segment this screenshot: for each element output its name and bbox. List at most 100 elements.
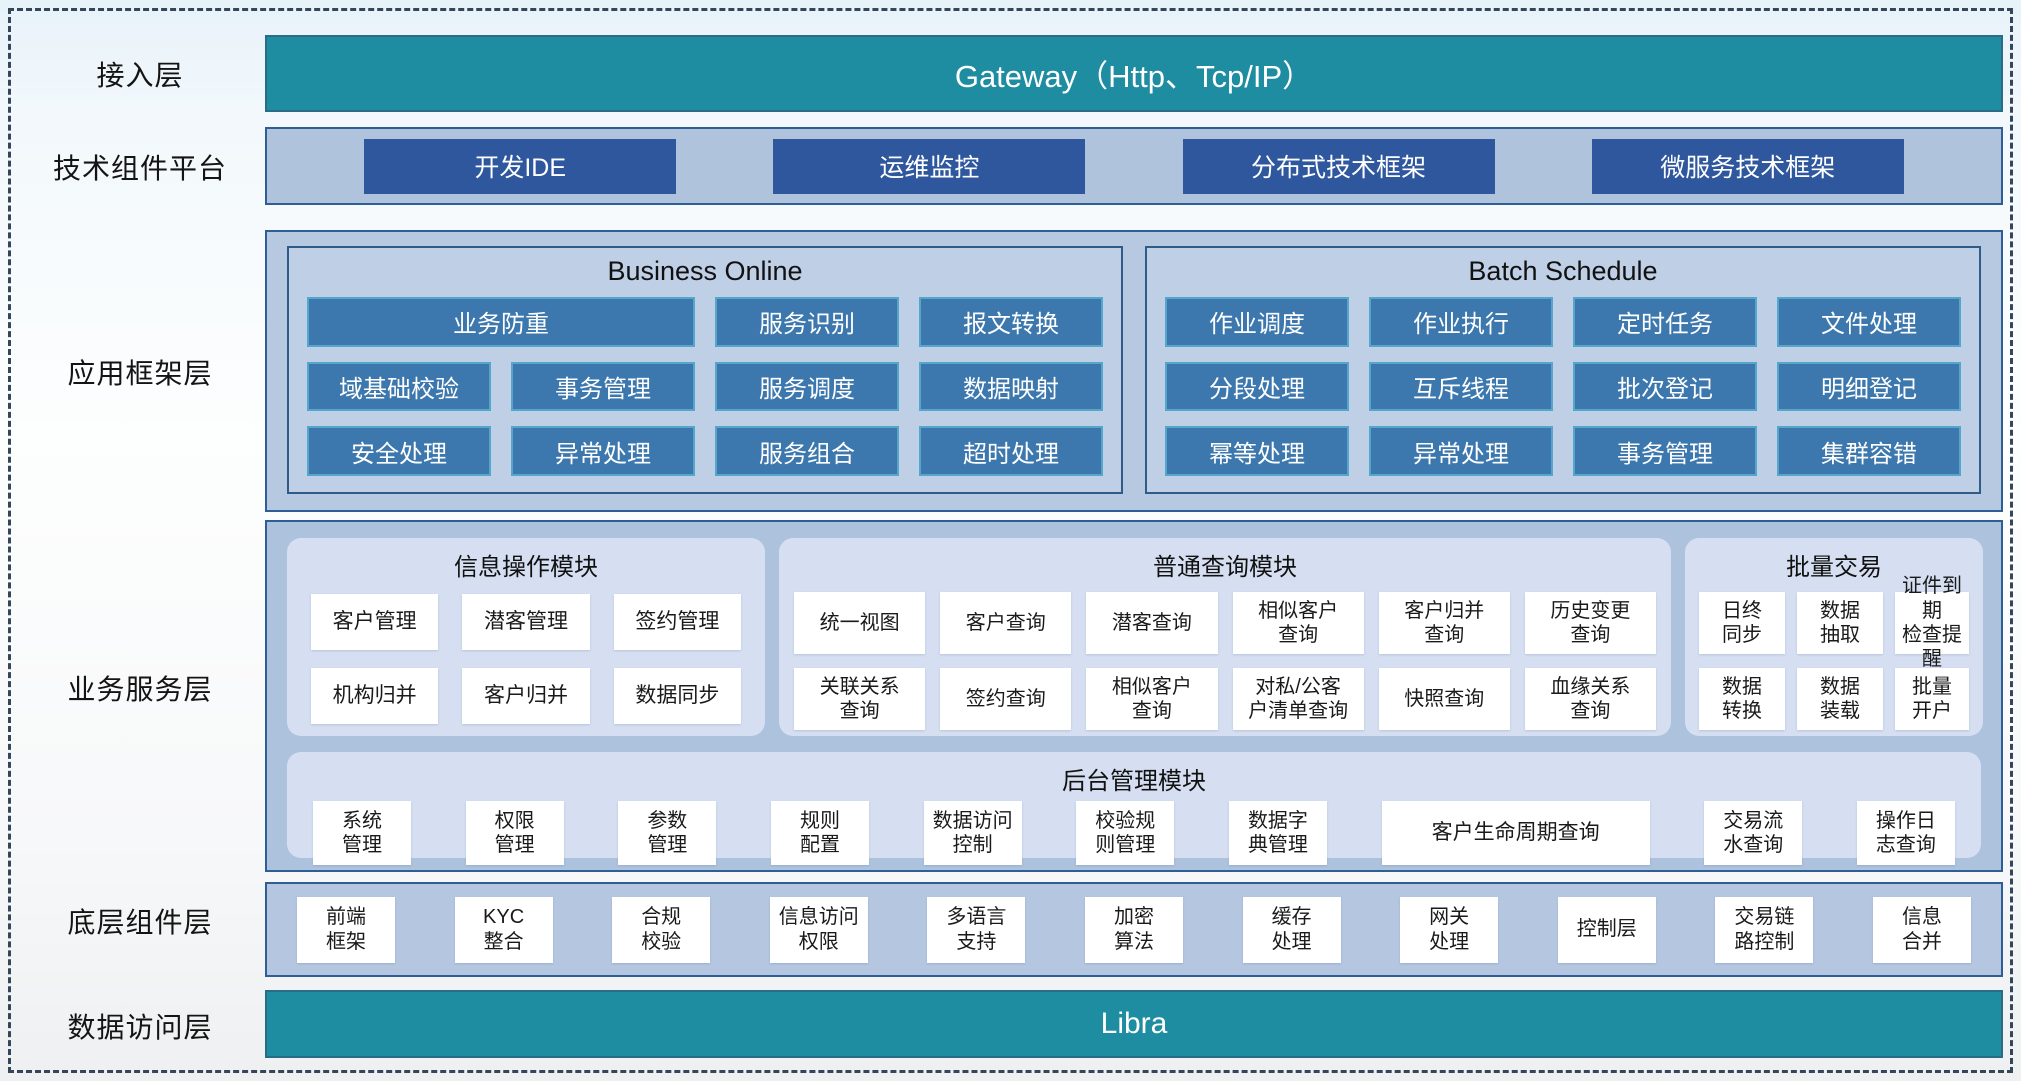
base-item: 多语言 支持 [927,896,1026,963]
service-item: 历史变更 查询 [1524,592,1656,654]
admin-item: 规则 配置 [770,801,869,865]
tech-item: 分布式技术框架 [1182,138,1495,194]
business-online-title: Business Online [607,256,803,286]
module-info-operations: 信息操作模块 客户管理 潜客管理 签约管理 机构归并 客户归并 数据同步 [287,538,765,736]
module-grid: 统一视图 客户查询 潜客查询 相似客户 查询 客户归并 查询 历史变更 查询 关… [779,582,1671,730]
batch-schedule-panel: Batch Schedule 作业调度 作业执行 定时任务 文件处理 分段处理 … [1145,246,1981,494]
service-item: 客户管理 [311,594,439,650]
service-item: 客户归并 查询 [1378,592,1510,654]
service-item: 数据同步 [613,668,741,724]
admin-item: 操作日 志查询 [1856,801,1955,865]
libra-bar-label: Libra [1100,1007,1168,1040]
service-item: 签约管理 [613,594,741,650]
base-item: 网关 处理 [1400,896,1499,963]
service-item: 数据 抽取 [1797,592,1883,654]
module-common-query: 普通查询模块 统一视图 客户查询 潜客查询 相似客户 查询 客户归并 查询 历史… [779,538,1671,736]
service-item: 统一视图 [794,592,926,654]
framework-item: 事务管理 [511,361,695,412]
base-item: 信息访问 权限 [769,896,868,963]
admin-item: 校验规 则管理 [1076,801,1175,865]
service-item: 数据 转换 [1699,668,1785,730]
service-item: 潜客查询 [1086,592,1218,654]
service-item: 证件到期 检查提醒 [1895,575,1969,670]
batch-schedule-title: Batch Schedule [1468,256,1658,286]
framework-item: 安全处理 [307,426,491,476]
framework-item: 业务防重 [307,297,695,347]
layer-label-framework: 应用框架层 [67,358,213,389]
layer-label-access: 接入层 [96,60,184,91]
layer-label-data: 数据访问层 [67,1012,213,1043]
framework-item: 报文转换 [919,297,1103,347]
service-item: 对私/公客 户清单查询 [1232,668,1364,730]
framework-item: 分段处理 [1165,361,1349,412]
service-item: 客户归并 [462,668,590,724]
framework-layer-container: Business Online 业务防重 服务识别 报文转换 域基础校验 事务管… [265,230,2003,512]
framework-item: 服务调度 [715,361,899,412]
framework-item: 批次登记 [1573,361,1757,412]
gateway-bar-label: Gateway（Http、Tcp/IP） [954,59,1314,94]
admin-item: 数据字 典管理 [1228,801,1327,865]
module-title: 信息操作模块 [454,554,598,581]
business-online-panel: Business Online 业务防重 服务识别 报文转换 域基础校验 事务管… [287,246,1123,494]
tech-item: 开发IDE [364,138,677,194]
framework-item: 互斥线程 [1369,361,1553,412]
base-item: KYC 整合 [454,896,553,963]
service-item: 相似客户 查询 [1232,592,1364,654]
framework-item: 明细登记 [1777,361,1961,412]
business-online-grid: 业务防重 服务识别 报文转换 域基础校验 事务管理 服务调度 数据映射 安全处理… [289,291,1121,492]
framework-item: 作业执行 [1369,297,1553,347]
base-item: 前端 框架 [297,896,395,963]
module-title: 后台管理模块 [1062,768,1206,795]
service-item: 快照查询 [1378,668,1510,730]
framework-item: 服务识别 [715,297,899,347]
base-item: 控制层 [1557,896,1656,963]
base-item: 加密 算法 [1084,896,1183,963]
batch-schedule-grid: 作业调度 作业执行 定时任务 文件处理 分段处理 互斥线程 批次登记 明细登记 … [1147,291,1979,492]
service-item: 日终 同步 [1699,592,1785,654]
framework-item: 服务组合 [715,426,899,476]
framework-item: 文件处理 [1777,297,1961,347]
admin-item: 参数 管理 [618,801,717,865]
framework-item: 异常处理 [1369,426,1553,476]
admin-item: 客户生命周期查询 [1381,801,1650,865]
base-item: 信息 合并 [1872,896,1971,963]
base-item: 合规 校验 [612,896,711,963]
layer-label-base: 底层组件层 [67,907,213,938]
service-item: 潜客管理 [462,594,590,650]
layer-label-tech: 技术组件平台 [52,153,227,184]
framework-item: 集群容错 [1777,426,1961,476]
tech-platform-bar: 开发IDE 运维监控 分布式技术框架 微服务技术框架 [265,127,2003,205]
service-item: 关联关系 查询 [794,668,926,730]
framework-item: 域基础校验 [307,361,491,412]
tech-item: 运维监控 [773,138,1086,194]
framework-item: 作业调度 [1165,297,1349,347]
admin-item: 数据访问 控制 [923,801,1022,865]
libra-bar: Libra [265,990,2003,1058]
service-item: 签约查询 [940,668,1072,730]
module-grid: 日终 同步 数据 抽取 证件到期 检查提醒 数据 转换 数据 装载 批量 开户 [1685,575,1983,730]
module-title: 普通查询模块 [1153,554,1297,581]
base-item: 缓存 处理 [1242,896,1341,963]
framework-item: 事务管理 [1573,426,1757,476]
framework-item: 数据映射 [919,361,1103,412]
module-grid: 客户管理 潜客管理 签约管理 机构归并 客户归并 数据同步 [287,582,765,724]
base-layer-container: 前端 框架 KYC 整合 合规 校验 信息访问 权限 多语言 支持 加密 算法 … [265,882,2003,977]
base-item: 交易链 路控制 [1715,896,1814,963]
layer-label-service: 业务服务层 [67,674,213,705]
service-item: 客户查询 [940,592,1072,654]
admin-item: 权限 管理 [465,801,564,865]
admin-item: 系统 管理 [313,801,411,865]
framework-item: 幂等处理 [1165,426,1349,476]
admin-row: 系统 管理 权限 管理 参数 管理 规则 配置 数据访问 控制 校验规 则管理 … [287,796,1981,865]
service-item: 血缘关系 查询 [1524,668,1656,730]
framework-item: 超时处理 [919,426,1103,476]
module-title: 批量交易 [1786,554,1882,581]
gateway-bar: Gateway（Http、Tcp/IP） [265,35,2003,112]
service-item: 数据 装载 [1797,668,1883,730]
framework-item: 异常处理 [511,426,695,476]
module-admin: 后台管理模块 系统 管理 权限 管理 参数 管理 规则 配置 数据访问 控制 校… [287,752,1981,865]
service-item: 机构归并 [311,668,439,724]
admin-item: 交易流 水查询 [1704,801,1803,865]
service-layer-container: 信息操作模块 客户管理 潜客管理 签约管理 机构归并 客户归并 数据同步 普通查… [265,520,2003,872]
